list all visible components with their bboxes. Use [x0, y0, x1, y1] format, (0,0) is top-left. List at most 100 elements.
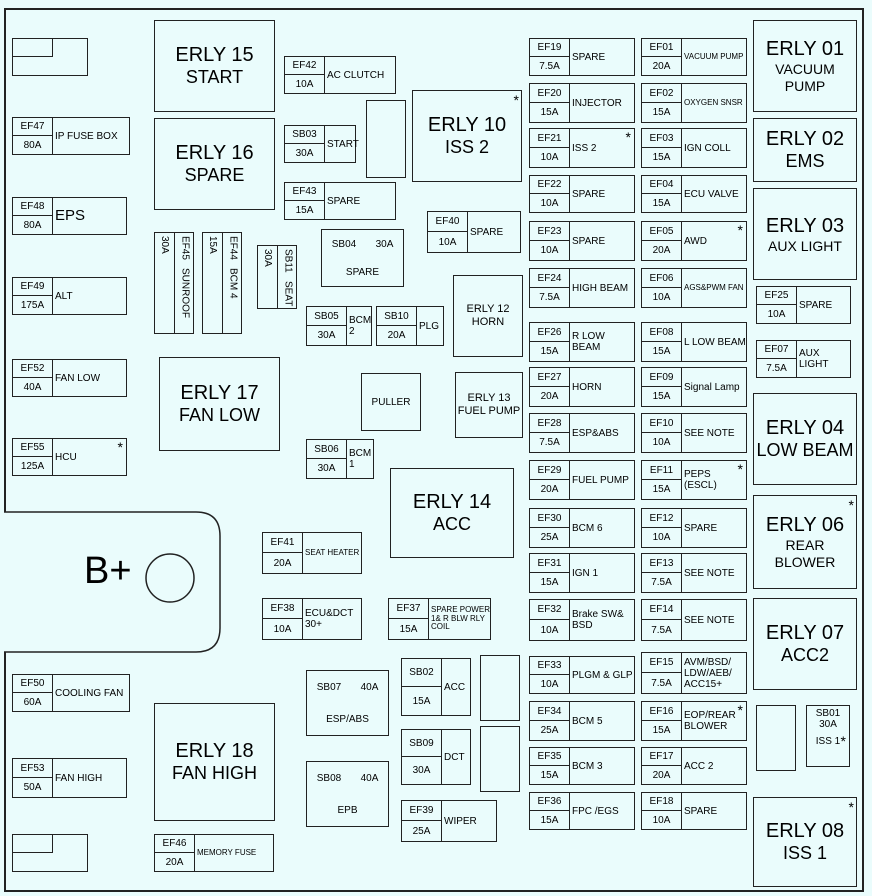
fuse-rating: 20A [642, 57, 682, 75]
fuse-rating: 10A [530, 620, 570, 640]
fuse-id: EF30 [530, 509, 570, 528]
fuse-function: IP FUSE BOX [55, 130, 118, 142]
fuse-rating: 80A [13, 136, 53, 154]
fuse-rating: 20A [263, 553, 303, 573]
fuse-rating: 15A [642, 194, 682, 212]
fuse-id: EF53 [13, 759, 53, 778]
battery-stud-icon [145, 553, 195, 603]
fuse-rating: 15A [203, 233, 223, 333]
relay-function: EMS [785, 151, 825, 172]
fuse-rating: 15A [642, 103, 682, 122]
fuse-id: EF44 [227, 236, 239, 260]
asterisk-icon: * [840, 733, 846, 749]
fuse-rating: 40A [360, 773, 379, 784]
fuse-id: EF34 [530, 702, 570, 721]
fuse-id: EF14 [642, 600, 682, 620]
relay-function: AUX LIGHT [768, 237, 842, 254]
fuse-id: EF20 [530, 84, 570, 103]
fuse-function: AUX LIGHT [799, 348, 829, 370]
fuse-rating: 10A [530, 194, 570, 212]
relay-function: HORN [471, 316, 505, 328]
fuse-function: ISS 2 [572, 142, 597, 154]
fuse-id: EF39 [402, 801, 442, 821]
fuse-id: EF38 [263, 599, 303, 619]
fuse-id: EF31 [530, 554, 570, 573]
relay-function: ACC [432, 514, 471, 535]
relay-function: FAN LOW [178, 405, 260, 426]
fuse-id: EF46 [155, 835, 195, 853]
fuse-id: EF43 [285, 183, 325, 201]
fuse-id: SB02 [402, 659, 442, 687]
fuse-function: FAN HIGH [55, 772, 103, 784]
spare-slot-bottom [12, 834, 88, 872]
fuse-rating: 15A [642, 342, 682, 361]
fuse-rating: 30A [155, 233, 175, 333]
fuse-function: WIPER [444, 815, 477, 827]
fuse-rating: 10A [642, 288, 682, 307]
asterisk-icon: * [513, 92, 519, 108]
fuse-id: EF15 [642, 653, 682, 673]
fuse-id: EF05 [642, 222, 682, 241]
fuse-rating: 7.5A [530, 57, 570, 75]
empty-slot [756, 705, 796, 771]
fuse-function: AGS&PWM FAN [684, 282, 744, 292]
fuse-id: EF49 [13, 278, 53, 296]
fuse-rating: 25A [402, 821, 442, 841]
fuse-rating: 10A [642, 528, 682, 547]
fuse-rating: 7.5A [530, 433, 570, 452]
fuse-function: BCM 2 [349, 315, 372, 337]
fuse-rating: 10A [263, 619, 303, 639]
relay-function: FAN HIGH [171, 763, 257, 784]
fuse-rating: 10A [642, 811, 682, 829]
relay-name: ERLY 01 [765, 38, 845, 61]
fuse-id: EF23 [530, 222, 570, 241]
fuse-function: ALT [55, 290, 73, 302]
relay-name: ERLY 17 [180, 382, 259, 405]
fuse-function: AVM/BSD/ LDW/AEB/ ACC15+ [684, 656, 732, 690]
asterisk-icon: * [117, 439, 123, 455]
fuse-id: SB04 [331, 239, 357, 250]
battery-terminal-label: B+ [84, 550, 132, 592]
asterisk-icon: * [737, 461, 743, 477]
fuse-id: EF09 [642, 368, 682, 387]
fuse-function: INJECTOR [572, 97, 622, 109]
fuse-function: PLG [419, 320, 440, 332]
relay-name: ERLY 12 [466, 302, 510, 315]
fuse-puller[interactable]: PULLER [361, 373, 421, 431]
fuse-rating: 80A [13, 216, 53, 234]
fuse-id: SB08 [316, 773, 342, 784]
fuse-rating: 20A [155, 853, 195, 871]
fuse-id: EF45 [179, 236, 191, 260]
fuse-function: PLGM & GLP [572, 669, 633, 681]
fuse-function: SEAT HEATER [305, 547, 360, 557]
fuse-id: EF24 [530, 269, 570, 288]
